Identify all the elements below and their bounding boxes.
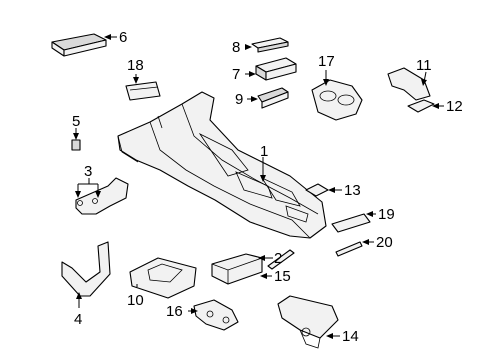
part-1-center-console	[117, 91, 327, 239]
part-2-trim-strip	[267, 249, 295, 270]
part-7-tray	[255, 57, 297, 81]
part-4-lower-bracket	[61, 241, 111, 297]
part-3-bracket	[75, 177, 129, 215]
part-17-cup-holder	[311, 79, 363, 121]
part-6-top-tray	[51, 33, 107, 57]
callout-18: 18	[127, 57, 144, 74]
callout-17: 17	[318, 53, 335, 70]
part-5-clip	[71, 139, 81, 151]
callout-15: 15	[274, 268, 291, 285]
callout-19: 19	[378, 206, 395, 223]
callout-14: 14	[342, 328, 359, 345]
part-10-shifter-bezel	[129, 257, 197, 299]
part-19-pad	[331, 213, 371, 233]
part-14-rear-housing	[277, 295, 339, 349]
callout-2: 2	[274, 250, 282, 267]
part-18-lid	[125, 81, 161, 101]
callout-9: 9	[235, 91, 243, 108]
callout-4: 4	[74, 311, 82, 328]
leader-lines	[73, 34, 444, 339]
callout-11: 11	[416, 57, 432, 74]
callout-20: 20	[376, 234, 393, 251]
part-16-bracket	[193, 299, 239, 331]
callout-16: 16	[166, 303, 183, 320]
callout-6: 6	[119, 29, 127, 46]
callout-13: 13	[344, 182, 361, 199]
part-8-cover	[251, 37, 289, 53]
callout-3: 3	[84, 163, 92, 180]
part-9-insert	[257, 87, 289, 109]
callout-5: 5	[72, 113, 80, 130]
callout-12: 12	[446, 98, 463, 115]
callout-1: 1	[260, 143, 268, 160]
part-12-clip	[407, 99, 435, 113]
part-15-armrest	[211, 253, 263, 285]
callout-8: 8	[232, 39, 240, 56]
callout-10: 10	[127, 292, 144, 309]
part-20-trim	[335, 241, 363, 257]
callout-labels: 1 2 3 4 5 6 7 8 9 10 11 12 13 14 15 16 1…	[72, 29, 463, 345]
callout-7: 7	[232, 66, 240, 83]
part-11-bracket	[387, 67, 431, 101]
